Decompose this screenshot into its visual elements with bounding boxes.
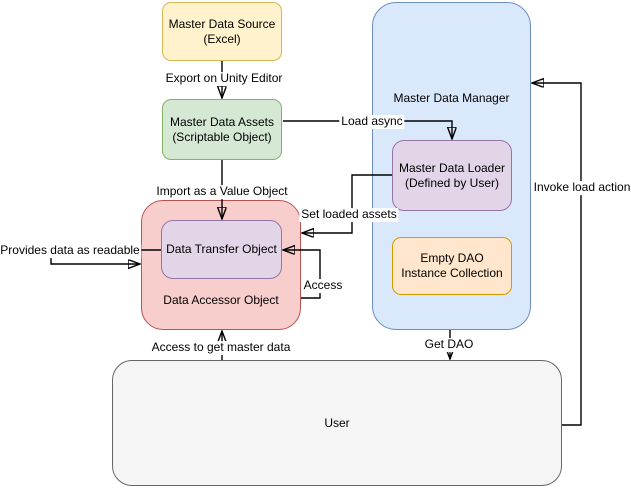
empty-dao-sublabel: Instance Collection [401,266,503,280]
data-transfer-object-label: Data Transfer Object [166,242,277,256]
master-data-assets-label: Master Data Assets [169,114,275,129]
user-label: User [324,415,350,430]
master-data-loader-label: Master Data Loader [398,160,506,175]
master-data-loader-sublabel: (Defined by User) [404,175,500,190]
empty-dao-label: Empty DAO [420,251,484,265]
master-data-source-sublabel: (Excel) [203,31,241,46]
edge-label-access-to-get-master-data: Access to get master data [149,340,293,355]
node-empty-dao-instance-collection: Empty DAO Instance Collection [392,237,512,295]
edge-label-load-async: Load async [339,114,405,129]
node-master-data-assets: Master Data Assets (Scriptable Object) [162,99,282,160]
master-data-assets-sublabel: (Scriptable Object) [172,129,272,144]
edge-label-get-dao: Get DAO [422,337,476,352]
edge-label-invoke-load-action: Invoke load action [531,180,631,195]
node-master-data-loader: Master Data Loader (Defined by User) [392,140,512,211]
edge-label-import-as-value-object: Import as a Value Object [154,184,290,199]
master-data-source-label: Master Data Source [168,16,276,31]
master-data-manager-label: Master Data Manager [393,91,510,105]
node-user: User [112,360,562,486]
edge-label-provides-data-as-readable: Provides data as readable [0,243,142,258]
edge-label-set-loaded-assets: Set loaded assets [299,207,399,222]
edge-label-export-on-unity-editor: Export on Unity Editor [163,71,285,86]
node-master-data-source: Master Data Source (Excel) [162,2,282,61]
node-data-transfer-object: Data Transfer Object [161,220,282,279]
edge-label-access: Access [301,278,345,293]
data-accessor-object-label: Data Accessor Object [163,293,279,307]
